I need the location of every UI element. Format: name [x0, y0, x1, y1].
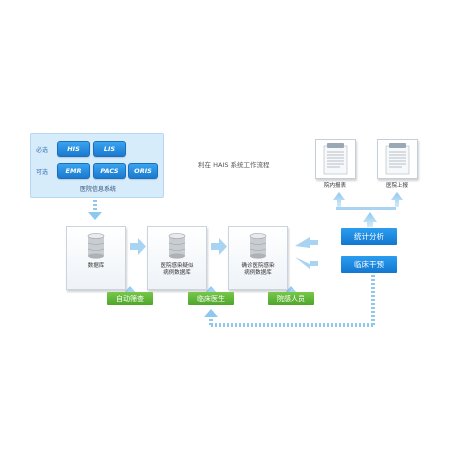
confirmed-cases-database-label: 确诊医院感染 病例数据库 — [241, 263, 275, 276]
database-label: 数据库 — [87, 263, 105, 269]
database-card: 数据库 — [66, 226, 126, 290]
diagram-title: 利在 HAIS 系统工作流程 — [198, 161, 270, 169]
hospital-report-document — [377, 139, 418, 179]
clinical-intervention-box: 临床干预 — [341, 256, 397, 273]
document-icon — [385, 143, 410, 175]
his-chip: HIS — [57, 141, 90, 157]
confirmed-cases-database-card: 确诊医院感染 病例数据库 — [228, 226, 288, 290]
database-icon — [249, 233, 267, 259]
arrow-to-intervention — [295, 257, 318, 269]
infection-staff-label: 院感人员 — [268, 292, 314, 305]
feedback-arrowhead — [204, 309, 218, 317]
lis-chip: LIS — [93, 141, 126, 157]
internal-report-document — [315, 139, 356, 179]
panel-to-database-arrow — [88, 200, 102, 220]
database-icon — [87, 233, 105, 259]
suspected-cases-database-label: 医院感染疑似 病例数据库 — [160, 263, 194, 276]
document-icon — [323, 143, 348, 175]
internal-report-label: 院内报表 — [323, 183, 346, 189]
arrow-suspected-to-confirmed — [211, 238, 227, 255]
auto-screening-label: 自动筛查 — [107, 292, 153, 305]
emr-chip: EMR — [57, 163, 90, 179]
hospital-info-systems-caption: 医院信息系统 — [80, 186, 117, 193]
suspected-cases-database-card: 医院感染疑似 病例数据库 — [147, 226, 207, 290]
statistical-analysis-box: 统计分析 — [341, 228, 397, 245]
arrow-to-analysis — [295, 237, 318, 248]
optional-label: 可选 — [36, 169, 49, 176]
pacs-chip: PACS — [93, 163, 126, 179]
oris-chip: ORIS — [128, 163, 158, 179]
database-icon — [168, 233, 186, 259]
feedback-loop — [209, 275, 375, 327]
required-label: 必选 — [36, 147, 49, 154]
arrow-db-to-suspected — [130, 238, 146, 255]
clinician-label: 临床医生 — [188, 292, 234, 305]
hospital-report-label: 医院上报 — [385, 183, 408, 189]
arrow-analysis-to-reports — [333, 192, 403, 227]
